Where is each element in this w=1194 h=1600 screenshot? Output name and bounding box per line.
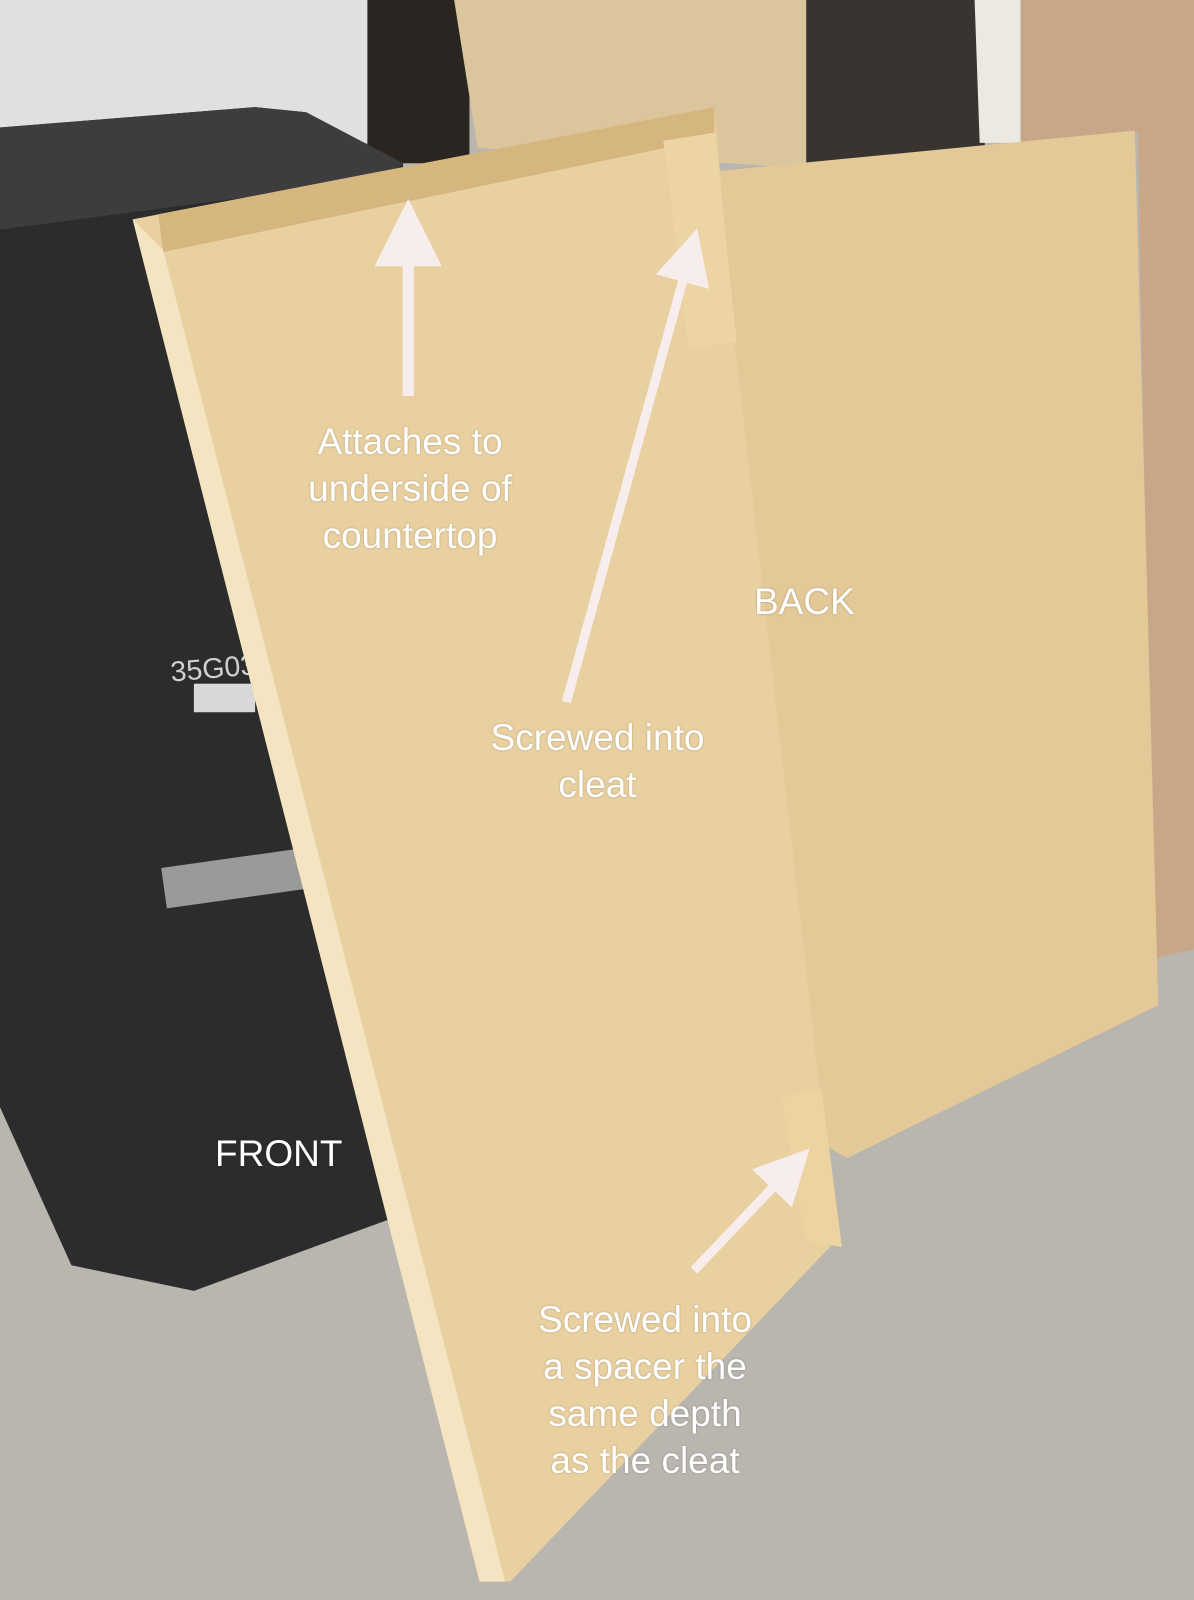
label-line: same depth — [548, 1393, 742, 1434]
label-line: underside of — [308, 468, 512, 509]
label-line: Attaches to — [317, 421, 503, 462]
front-panel-edge — [132, 219, 506, 1582]
door-frame — [974, 0, 1026, 143]
label-line: Screwed into — [538, 1299, 752, 1340]
label-back: BACK — [754, 581, 855, 622]
label-line: cleat — [558, 764, 637, 805]
upper-board — [454, 0, 812, 169]
dark-gap — [367, 0, 470, 164]
arrow-spacer — [690, 1148, 810, 1274]
label-line: a spacer the — [543, 1346, 747, 1387]
back-plywood-panel — [714, 130, 1159, 1159]
trash-bin-lid — [0, 107, 404, 230]
bin-label: 35G03 — [169, 649, 257, 688]
right-wall-panel — [1020, 0, 1194, 960]
label-line: Screwed into — [490, 717, 705, 758]
top-cleat — [158, 107, 715, 253]
bin-handle — [161, 846, 319, 909]
dark-gap-right — [806, 0, 985, 169]
barcode — [193, 683, 256, 713]
label-front: FRONT — [215, 1133, 343, 1174]
arrow-side-cleat — [561, 228, 710, 704]
front-plywood-panel — [132, 107, 837, 1582]
label-top-cleat: Attaches to underside of countertop — [280, 418, 540, 559]
label-line: as the cleat — [550, 1440, 740, 1481]
label-side-cleat: Screwed into cleat — [465, 714, 730, 808]
label-line: countertop — [322, 515, 498, 556]
label-spacer: Screwed into a spacer the same depth as … — [515, 1296, 775, 1484]
